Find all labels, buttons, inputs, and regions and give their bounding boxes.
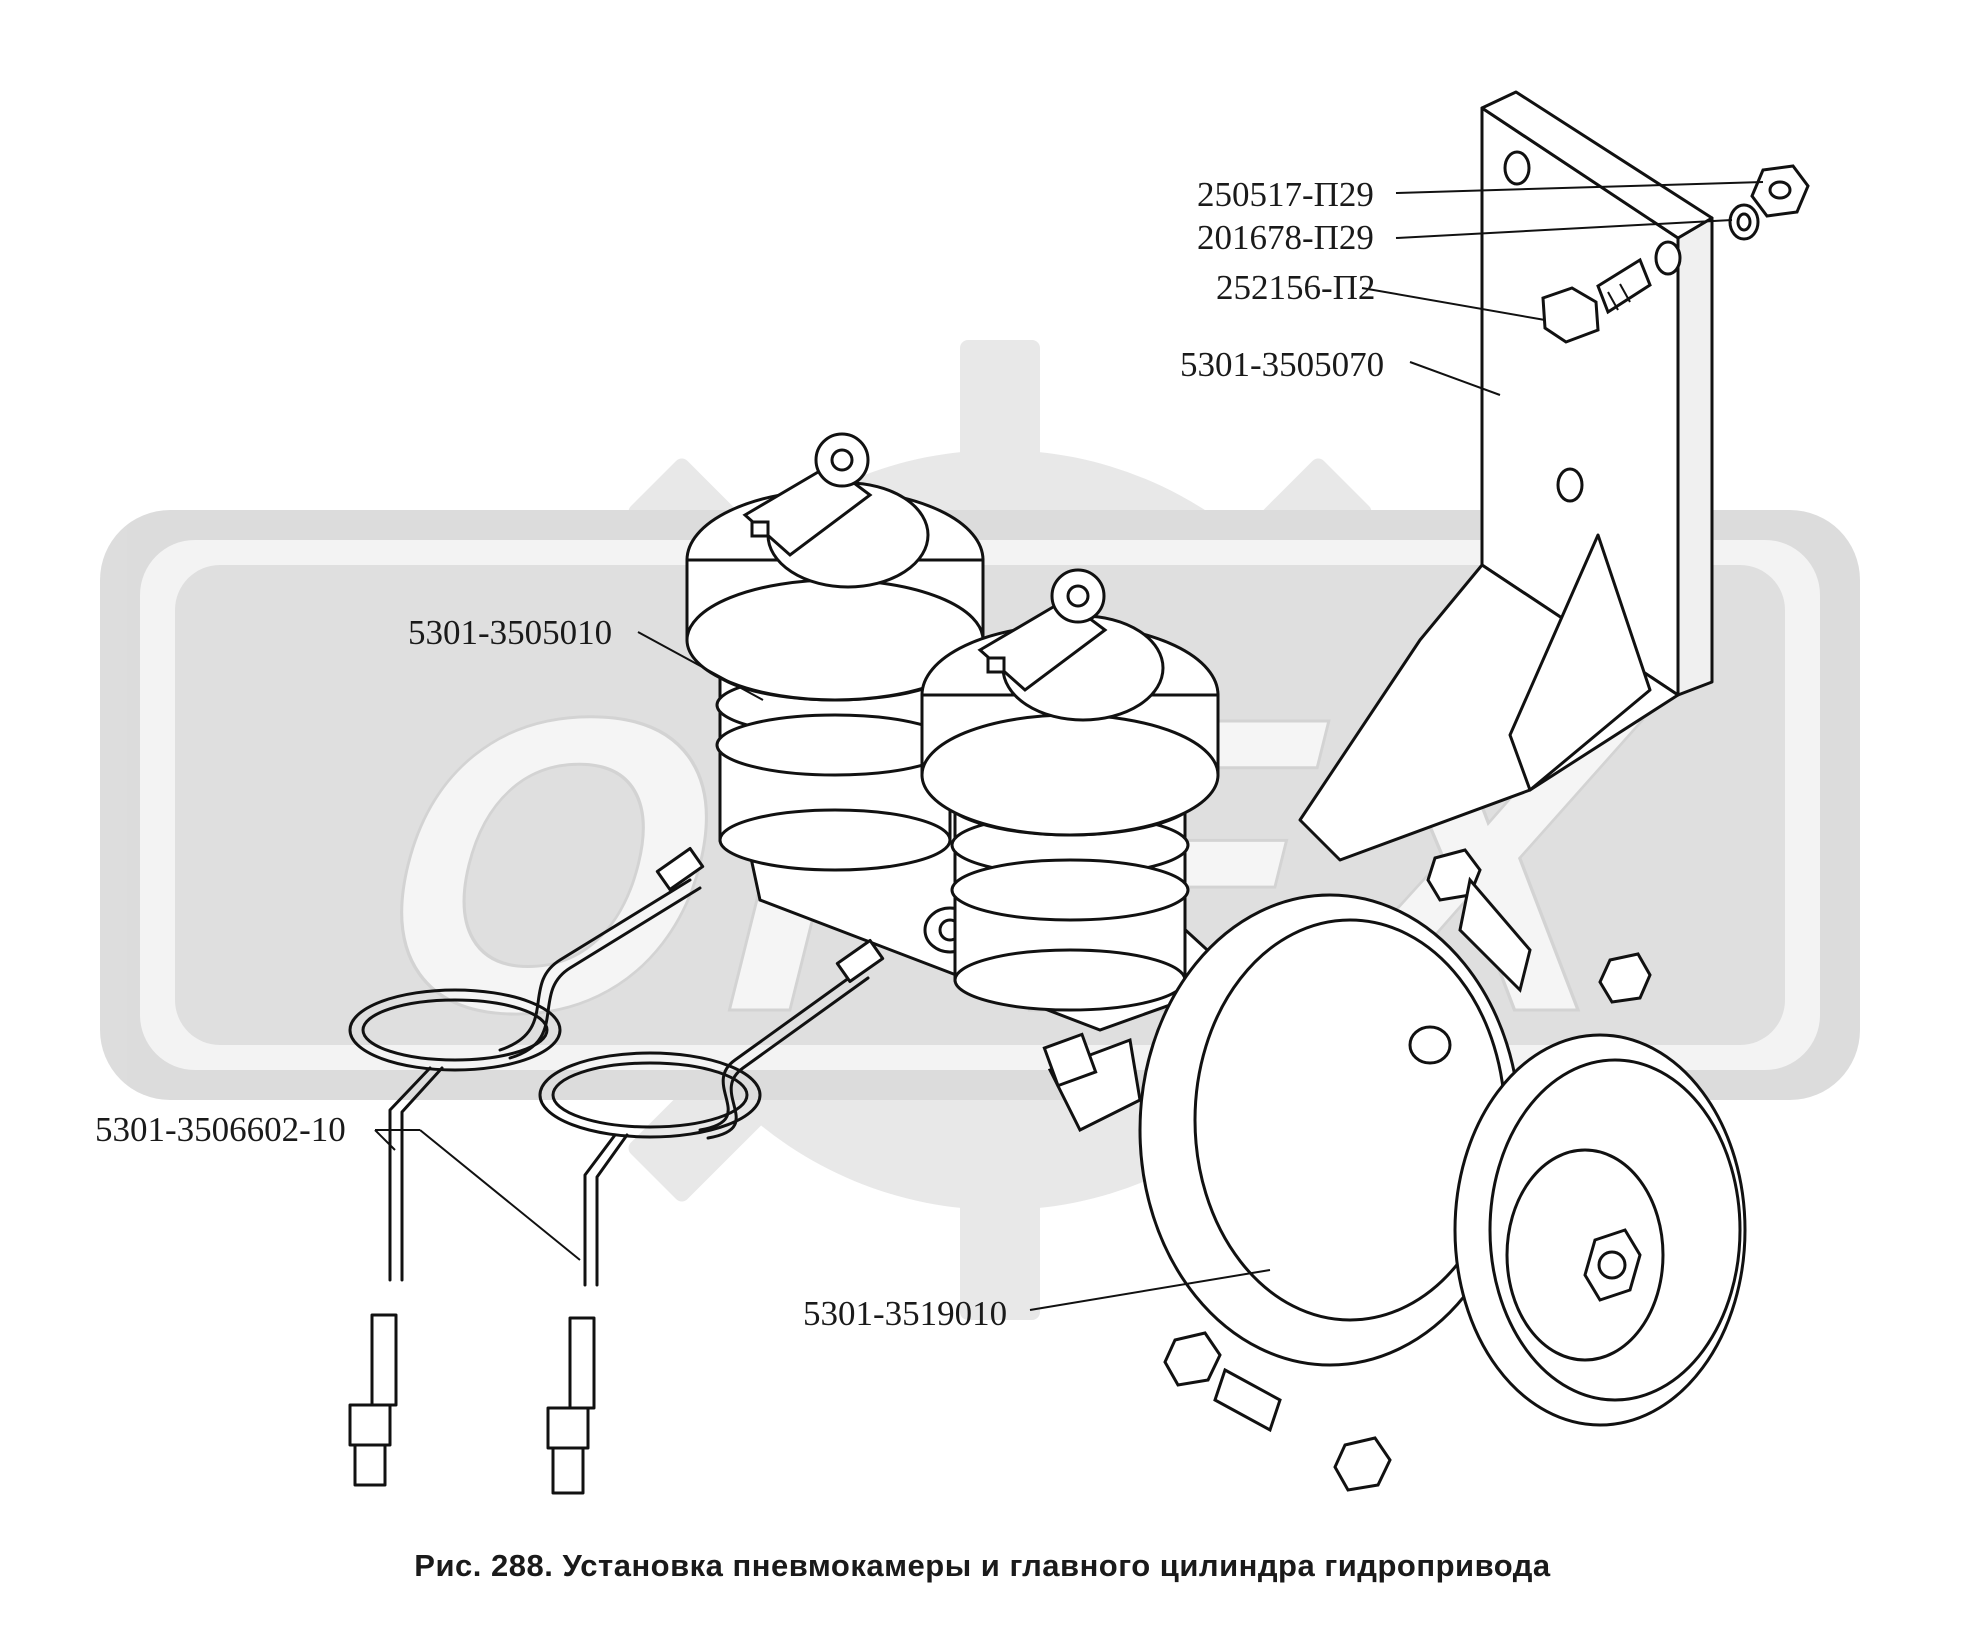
- label-master-cylinder: 5301-3505010: [408, 613, 613, 652]
- nut-part: [1750, 164, 1810, 218]
- brake-tubes-part: [348, 847, 885, 1495]
- bolt-part: [1541, 257, 1652, 344]
- label-brake-tubes: 5301-3506602-10: [95, 1110, 346, 1149]
- label-bracket: 5301-3505070: [1180, 345, 1385, 384]
- figure-caption: Рис. 288. Установка пневмокамеры и главн…: [414, 1548, 1551, 1583]
- bracket-part: [1298, 90, 1714, 862]
- label-air-chamber: 5301-3519010: [803, 1294, 1008, 1333]
- master-cylinder-part: [685, 432, 1243, 1032]
- label-bolt: 252156-П2: [1216, 268, 1376, 307]
- air-chamber-part: [1042, 848, 1747, 1492]
- label-washer: 201678-П29: [1197, 218, 1374, 257]
- label-nut: 250517-П29: [1197, 175, 1374, 214]
- washer-part: [1728, 203, 1760, 241]
- leader-lines: [374, 181, 1764, 1311]
